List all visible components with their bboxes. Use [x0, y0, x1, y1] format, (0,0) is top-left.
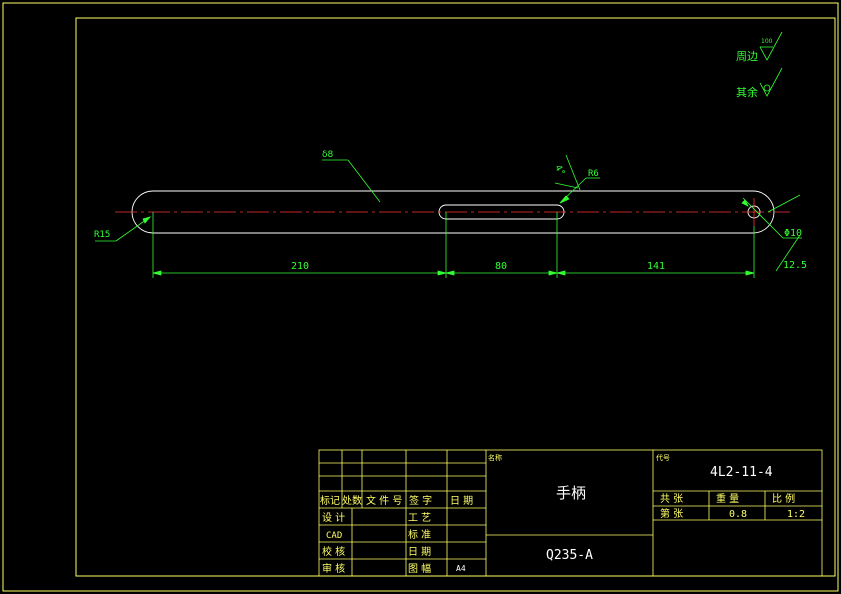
roughness-symbols [759, 31, 783, 97]
roughness-symbol-peripheral [759, 31, 783, 61]
roughness-symbol-remaining [759, 67, 783, 97]
tb-row-design: 设 计 [322, 511, 345, 524]
tb-name-label: 名称 [488, 453, 502, 462]
slot-angle-dim: 4° [552, 164, 566, 178]
tb-mid-date: 日 期 [408, 546, 431, 558]
tb-row-review: 审 核 [322, 562, 345, 575]
tb-header-date: 日 期 [450, 495, 473, 507]
thickness-dim: δ8 [322, 150, 334, 160]
tb-header-mark: 标记 [320, 495, 340, 507]
tb-header-docno: 文 件 号 [366, 494, 402, 507]
tb-part-code: 4L2-11-4 [710, 465, 773, 480]
tb-row-check: 校 核 [322, 545, 345, 558]
tb-part-name: 手柄 [556, 484, 586, 502]
length-right-dim: 141 [647, 261, 665, 272]
tb-material: Q235-A [546, 548, 593, 563]
tb-info-weight-label: 重 量 [716, 492, 739, 505]
title-block-grid [318, 449, 823, 577]
tb-sheet-size: A4 [456, 564, 466, 573]
tb-code-label: 代号 [656, 453, 670, 462]
roughness-label-peripheral: 周边 [736, 50, 758, 63]
left-radius-dim: R15 [94, 230, 110, 240]
roughness-value: 100 [761, 38, 773, 45]
inner-border [75, 17, 836, 577]
tb-info-sheet-no: 第 张 [660, 507, 683, 520]
length-slot-dim: 80 [495, 261, 507, 272]
tb-header-count: 处数 [342, 494, 362, 507]
tb-info-total-sheets: 共 张 [660, 493, 683, 505]
tb-weight-value: 0.8 [729, 509, 747, 520]
slot-radius-dim: R6 [588, 169, 599, 179]
roughness-label-remaining: 其余 [736, 85, 758, 99]
tb-row-cad: CAD [326, 531, 342, 541]
tb-scale-value: 1:2 [787, 509, 805, 520]
hole-offset-dim: 12.5 [783, 260, 807, 271]
tb-info-scale-label: 比 例 [772, 492, 795, 505]
length-left-dim: 210 [291, 261, 309, 272]
hole-diameter-dim: Φ10 [784, 228, 802, 239]
tb-mid-sheet: 图 幅 [408, 562, 431, 575]
dimension-lines [95, 154, 802, 278]
tb-mid-standard: 标 准 [408, 529, 431, 541]
tb-header-sign: 签 字 [409, 494, 432, 507]
tb-mid-process: 工 艺 [408, 512, 431, 524]
